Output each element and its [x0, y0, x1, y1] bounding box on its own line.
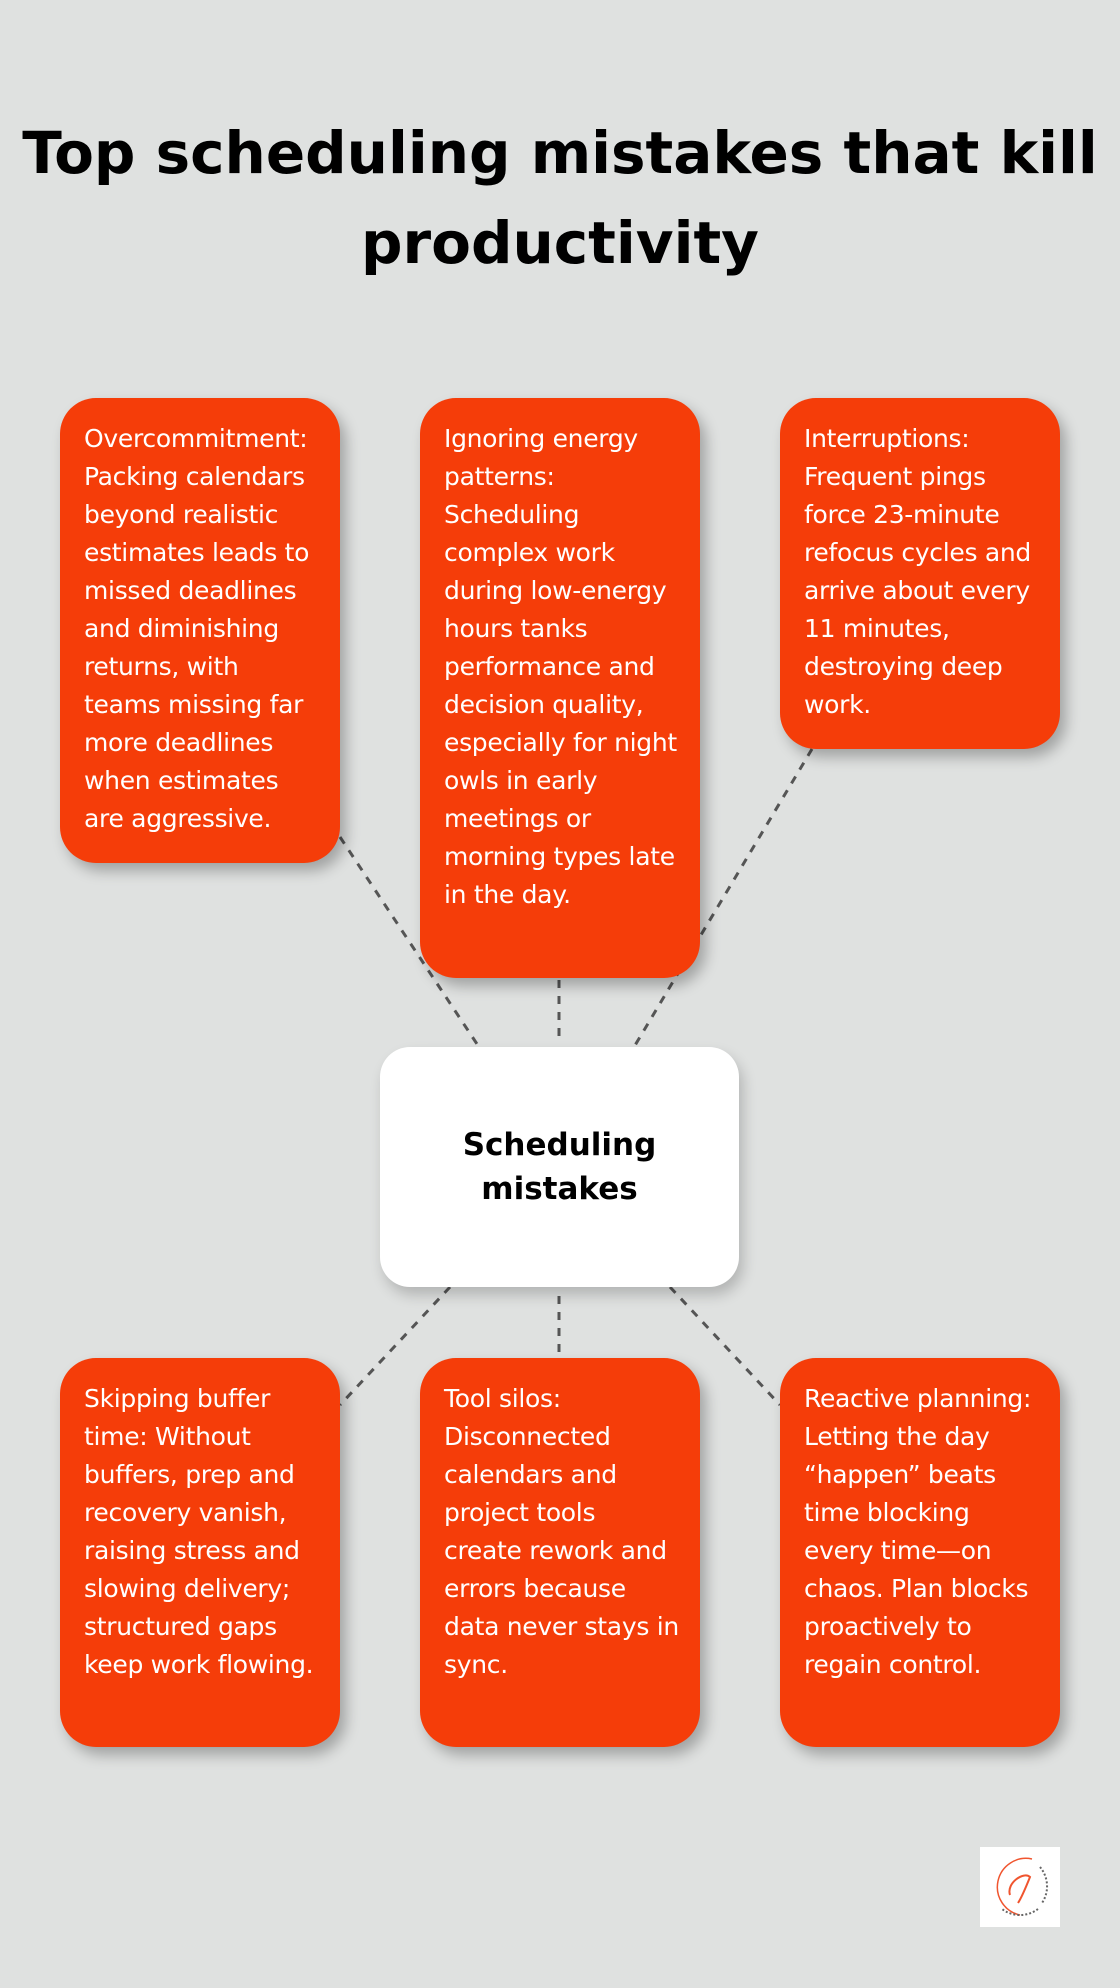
page-title: Top scheduling mistakes that kill produc… — [22, 119, 1098, 277]
node-interruptions: Interruptions: Frequent pings force 23-m… — [780, 398, 1060, 749]
node-reactive-planning: Reactive planning: Letting the day “happ… — [780, 1358, 1060, 1747]
connector-1 — [338, 836, 481, 1048]
node-ignoring-energy-patterns: Ignoring energy patterns: Scheduling com… — [420, 398, 700, 978]
connector-3 — [632, 748, 814, 1048]
node-overcommitment: Overcommitment: Packing calendars beyond… — [60, 398, 340, 863]
node-skipping-buffer-time: Skipping buffer time: Without buffers, p… — [60, 1358, 340, 1747]
dynamic-digital-solutions-logo-icon — [996, 1857, 1049, 1916]
center-node: Scheduling mistakes — [380, 1047, 739, 1287]
center-node-label: Scheduling mistakes — [462, 1127, 657, 1207]
connector-4 — [338, 1285, 452, 1407]
logo — [980, 1847, 1060, 1927]
node-tool-silos: Tool silos: Disconnected calendars and p… — [420, 1358, 700, 1747]
connector-6 — [668, 1285, 782, 1407]
